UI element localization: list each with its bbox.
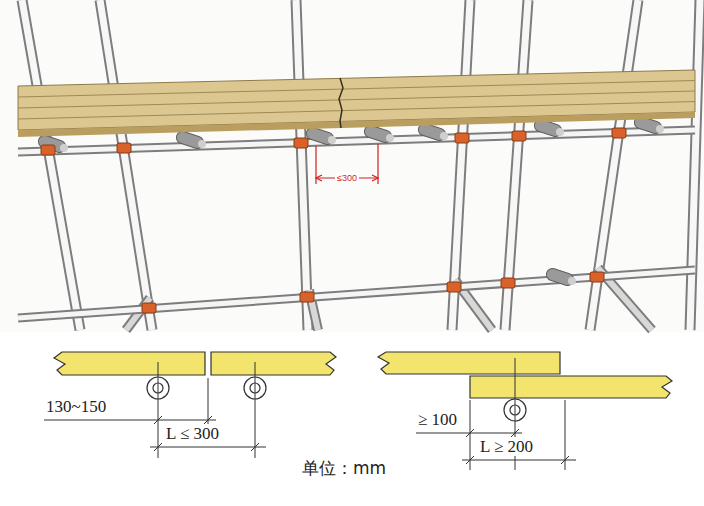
unit-note: 单位：mm [300,458,388,478]
transom-tube [545,267,575,287]
dimension-line [150,447,266,448]
butt-joint-board [54,352,336,375]
coupler-clamp [294,138,308,148]
dimension-line [316,144,378,184]
transom-tube-end [656,125,664,133]
tube-section [147,377,526,421]
dimension-line [204,416,212,424]
scaffold-pole [296,0,308,330]
dimension-value-box: 130~150 [44,397,108,417]
dimension-line [372,175,378,181]
dimension-line [462,460,576,461]
ledger-tube [18,130,695,318]
dimension-value-box: L ≤ 300 [164,424,221,444]
transom-tube-end [440,132,448,140]
dimension-line [466,429,474,437]
dimension-value: L ≥ 200 [478,437,535,456]
dimension-value-box: L ≥ 200 [478,437,535,457]
coupler-clamp [512,131,526,141]
ledger-tube [18,270,695,318]
scaffold-plank [18,112,695,137]
dimension-line [154,443,162,451]
dimension-line [255,362,256,458]
butt-joint-board [54,352,205,375]
transom-tube-end [556,128,564,136]
scene-ground [0,0,704,332]
dimension-line [561,456,569,464]
brace-tube [126,268,652,330]
dimension-value: ≥ 100 [416,410,459,429]
transom-tube-end [568,277,576,285]
scaffold-pole-outline [296,0,308,330]
dimension-line [466,456,474,464]
scaffold-pole [100,0,152,330]
dimension-value: ≤300 [335,173,359,183]
dimension-value-box: ≤300 [335,173,359,184]
lap-joint-board [470,376,672,398]
scaffold-pole-outline [22,0,80,330]
coupler-clamp [612,128,626,138]
transom-tube [37,134,67,154]
scaffold-pole-outline [690,0,700,330]
dimension-line [44,358,576,470]
ledger-tube [18,270,695,318]
scaffold-pole [22,0,700,330]
coupler-clamp [300,292,314,302]
coupler-clamp [455,133,469,143]
transom-tube-end [198,140,206,148]
coupler-clamp [590,272,604,282]
transom-tube-end [60,125,664,285]
coupler-clamp [117,143,131,153]
coupler-clamp [447,282,461,292]
dimension-line [316,175,322,181]
dimension-value: L ≤ 300 [164,424,221,443]
lap-joint-board [378,352,560,374]
butt-joint-board [211,352,336,375]
transom-tube [305,126,335,146]
transom-tube [37,115,663,287]
transom-tube-end [328,136,336,144]
dimension-line [44,420,216,421]
dimension-line [511,429,519,437]
dimension-line [158,362,159,458]
dimension-line [208,378,209,424]
coupler-clamp [41,145,55,155]
dimension-value: 130~150 [44,397,108,416]
dimension-value-box: ≥ 100 [416,410,459,430]
coupler-clamp [142,303,156,313]
scaffold-plank [18,102,695,120]
scaffold-plank [18,81,695,98]
transom-tube [175,130,205,150]
unit-note-box: 单位：mm [300,458,388,478]
lap-joint-board [378,352,672,398]
scaffold-plank [18,91,695,108]
scaffold-pole-outline [22,0,700,330]
coupler-clamp [501,278,515,288]
scaffold-plank [18,70,695,137]
scaffold-pole-outline [100,0,152,330]
transom-tube-end [386,134,394,142]
coupler-clamp [41,128,626,313]
scaffold-pole [690,0,700,330]
scaffold-pole [22,0,80,330]
dimension-line [154,416,162,424]
dimension-line [251,443,259,451]
transom-tube-end [60,144,68,152]
scaffold-plank [339,78,343,128]
